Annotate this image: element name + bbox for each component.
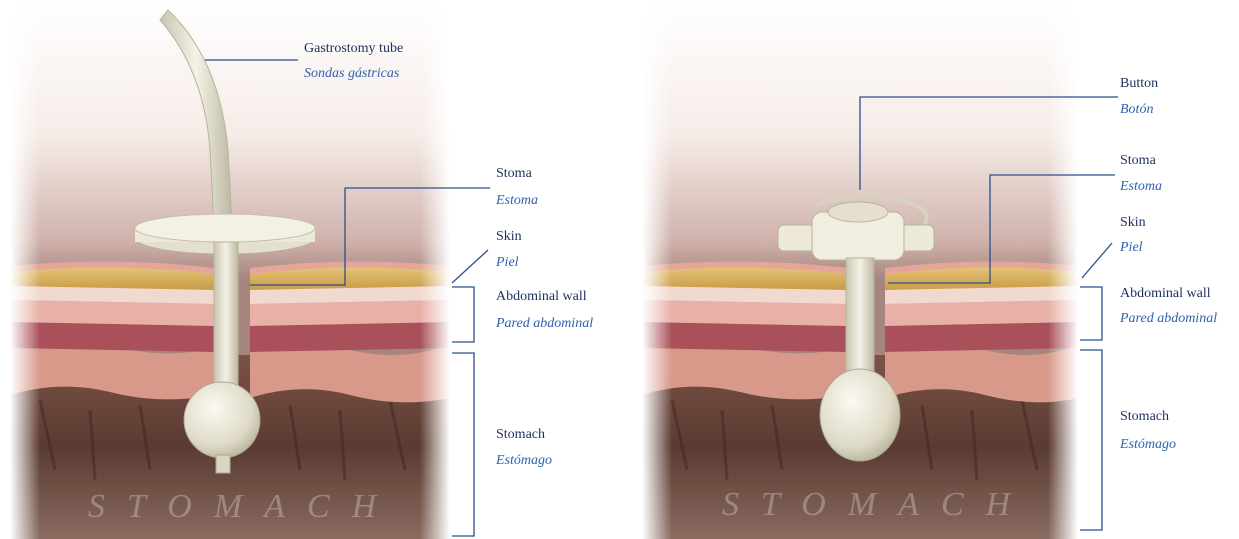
retention-balloon bbox=[184, 382, 260, 458]
label-stoma-left: Stoma bbox=[496, 166, 532, 182]
button-balloon bbox=[820, 369, 900, 461]
label-stoma-right-es: Estoma bbox=[1120, 179, 1162, 195]
label-skin-right: Skin bbox=[1120, 215, 1146, 231]
label-button-es: Botón bbox=[1120, 102, 1153, 118]
label-abdominal-wall-left-es: Pared abdominal bbox=[496, 316, 593, 332]
label-button: Button bbox=[1120, 76, 1158, 92]
button-cap-left bbox=[778, 225, 816, 251]
right-illustration bbox=[642, 0, 1118, 539]
label-stoma-right: Stoma bbox=[1120, 153, 1156, 169]
right-stomach-watermark: STOMACH bbox=[722, 486, 1032, 524]
label-abdominal-wall-left: Abdominal wall bbox=[496, 289, 587, 305]
label-abdominal-wall-right: Abdominal wall bbox=[1120, 286, 1211, 302]
label-gastrostomy-tube: Gastrostomy tube bbox=[304, 41, 403, 57]
label-stomach-right-es: Estómago bbox=[1120, 437, 1176, 453]
right-abdominal-wall-bracket bbox=[1080, 287, 1102, 340]
left-illustration bbox=[10, 0, 490, 539]
label-skin-right-es: Piel bbox=[1120, 240, 1143, 256]
tube-shaft bbox=[214, 242, 238, 392]
label-stomach-right: Stomach bbox=[1120, 409, 1169, 425]
left-stomach-watermark: STOMACH bbox=[88, 488, 398, 526]
button-shaft bbox=[846, 258, 874, 378]
right-stomach-bracket bbox=[1080, 350, 1102, 530]
label-stomach-left-es: Estómago bbox=[496, 453, 552, 469]
left-abdominal-wall-bracket bbox=[452, 287, 474, 342]
label-skin-left-es: Piel bbox=[496, 255, 519, 271]
label-stoma-left-es: Estoma bbox=[496, 193, 538, 209]
left-stomach-bracket bbox=[452, 353, 474, 536]
label-gastrostomy-tube-es: Sondas gástricas bbox=[304, 66, 399, 82]
left-muscle-left bbox=[10, 322, 215, 352]
label-abdominal-wall-right-es: Pared abdominal bbox=[1120, 311, 1217, 327]
label-stomach-left: Stomach bbox=[496, 427, 545, 443]
label-skin-left: Skin bbox=[496, 229, 522, 245]
